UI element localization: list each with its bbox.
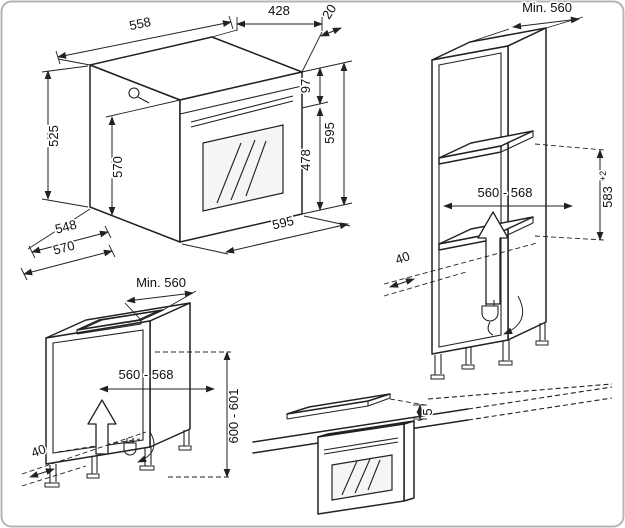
oven-knob bbox=[128, 87, 150, 104]
dim-label-tall-niche-height-tolerance: +2 bbox=[598, 171, 608, 181]
rotation-arrow-icon bbox=[503, 295, 524, 335]
dim-label-tall-rear-gap: 40 bbox=[393, 248, 412, 267]
tall-cabinet-legs bbox=[430, 322, 549, 380]
power-plug-icon bbox=[123, 438, 137, 456]
base-cabinet-dimensions: Min. 560 560 - 568 600 - 601 40 bbox=[21, 274, 243, 487]
oven-3d-view: 558 428 20 97 478 595 525 bbox=[20, 0, 353, 281]
dim-label-base-rear-gap: 40 bbox=[29, 441, 48, 460]
worktop-section-view: 5 bbox=[252, 383, 613, 515]
worktop-lines bbox=[252, 383, 613, 454]
tall-cabinet-body bbox=[430, 27, 549, 380]
dim-label-tall-niche-height: 583 bbox=[600, 186, 615, 208]
dim-label-tall-min560: Min. 560 bbox=[522, 0, 572, 15]
dim-label-base-min560: Min. 560 bbox=[136, 275, 186, 290]
dim-label-base-niche-width: 560 - 568 bbox=[119, 367, 174, 382]
base-cabinet-view: Min. 560 560 - 568 600 - 601 40 bbox=[21, 274, 243, 488]
dim-label-oven-570-inner: 570 bbox=[110, 156, 125, 178]
tall-cabinet-dimensions: Min. 560 560 - 568 583 +2 40 bbox=[383, 0, 617, 297]
oven-door-window bbox=[202, 124, 284, 212]
dim-label-oven-558: 558 bbox=[128, 14, 152, 33]
oven-under-worktop bbox=[317, 420, 415, 515]
tall-cabinet-view: Min. 560 560 - 568 583 +2 40 bbox=[383, 0, 617, 380]
dim-label-oven-525: 525 bbox=[46, 125, 61, 147]
dim-label-worktop-gap: 5 bbox=[420, 408, 435, 415]
dim-label-oven-97: 97 bbox=[298, 79, 313, 93]
rotation-arrow-icon bbox=[137, 431, 155, 463]
oven-dimensions: 558 428 20 97 478 595 525 bbox=[20, 0, 353, 281]
dim-label-oven-595-height: 595 bbox=[322, 122, 337, 144]
base-cabinet-body bbox=[44, 302, 192, 488]
upward-airflow-arrow-icon bbox=[477, 211, 509, 305]
power-plug-icon bbox=[481, 300, 499, 336]
oven-body bbox=[89, 36, 303, 243]
dim-label-base-niche-height: 600 - 601 bbox=[226, 389, 241, 444]
dim-label-oven-595-width: 595 bbox=[271, 213, 296, 232]
dim-label-oven-478: 478 bbox=[298, 149, 313, 171]
hob-in-worktop bbox=[286, 393, 391, 420]
base-cabinet-legs bbox=[44, 429, 192, 488]
dim-label-oven-428: 428 bbox=[268, 3, 290, 18]
worktop-dimensions: 5 bbox=[389, 398, 437, 423]
dim-label-oven-548: 548 bbox=[53, 217, 78, 237]
dim-label-tall-niche-width: 560 - 568 bbox=[478, 185, 533, 200]
upward-airflow-arrow-icon bbox=[87, 399, 117, 455]
dim-label-oven-570-depth: 570 bbox=[51, 238, 76, 258]
